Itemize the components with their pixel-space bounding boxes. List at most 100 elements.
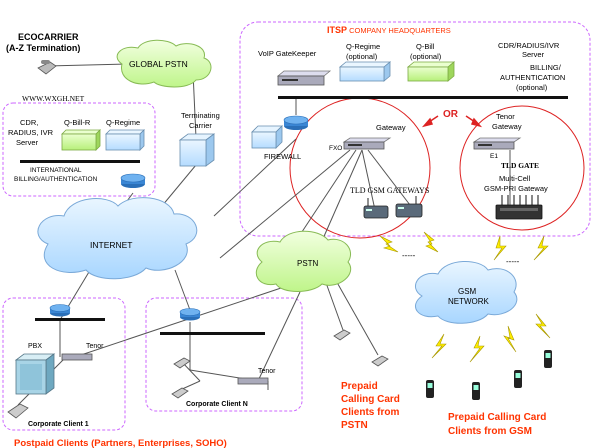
internet-cloud [37,197,198,280]
voip-gatekeeper-device [276,70,332,86]
qregime-label: Q-Regime [106,118,140,127]
clientn-phone-icon-1 [173,357,191,369]
dashes-right: ----- [506,257,520,266]
lightning-icon-2 [423,231,439,253]
pstn-phone-icon-1 [333,329,351,341]
billing-server-label-1: CDR, [20,118,38,127]
lightning-icon-6 [469,335,485,363]
billing-region [2,102,156,197]
billing-auth-label-1: BILLING/ [530,63,562,72]
mobile-phone-icon-3 [514,370,522,388]
multicell-label-1: Multi-Cell [499,174,531,183]
multicell-label-2: GSM-PRI Gateway [484,184,548,193]
billing-caption-2: BILLING/AUTHENTICATION [14,176,98,183]
clientn-phone-icon-2 [171,387,189,399]
pstn-phone-icon-2 [371,355,389,367]
itsp-title: ITSP COMPANY HEADQUARTERS [327,25,451,35]
qbill-r-server [61,129,101,151]
global-pstn-label: GLOBAL PSTN [129,59,188,69]
lightning-icon-5 [431,333,447,359]
mobile-phone-icon-1 [426,380,434,398]
itsp-title-rest: COMPANY HEADQUARTERS [347,26,451,35]
gateway-label: Gateway [376,123,406,132]
tenor-clientn-device [237,377,269,385]
pbx-device [14,353,56,395]
corporate-client-n-region [145,297,303,412]
hq-network-bus [278,96,568,99]
watermark-text: WWW.WXGH.NET [22,94,85,103]
itsp-title-bold: ITSP [327,25,347,35]
ecocarrier-subtitle: (A-Z Termination) [6,43,80,53]
gsm-network-cloud [415,260,518,324]
pbx-label: PBX [28,343,42,350]
qregime-server [105,129,145,151]
hq-qbill-label-2: (optional) [410,52,442,61]
billing-caption-1: INTERNATIONAL [30,167,82,174]
hq-qbill-label-1: Q-Bill [416,42,435,51]
prepaid-pstn-line-3: Clients from [341,407,399,418]
tenor-gateway-label-1: Tenor [496,112,515,121]
ecocarrier-phone-icon [37,60,57,75]
lightning-icon-3 [493,235,507,261]
gsm-gateway-modem-1 [363,198,389,219]
internet-label: INTERNET [90,240,133,250]
global-pstn-cloud [116,39,212,88]
prepaid-pstn-label: Prepaid Calling Card Clients from PSTN [341,381,400,431]
voip-gatekeeper-label: VoIP GateKeeper [258,49,317,58]
hq-qregime-label-1: Q-Regime [346,42,380,51]
terminating-carrier-label-2: Carrier [189,121,212,130]
gateway-circle-right [459,105,585,231]
tenor-client1-label: Tenor [86,343,104,350]
mobile-phone-icon-4 [544,350,552,368]
firewall-box [251,125,283,149]
tenor-client1-device [61,353,93,361]
terminating-carrier-box [178,133,216,167]
client1-router-icon [49,304,71,317]
gsm-gateway-modem-2 [395,196,423,218]
pstn-label: PSTN [297,259,319,268]
fxo-label: FXO [329,145,342,152]
lightning-bolts [379,231,551,363]
ecocarrier-title: ECOCARRIER [18,32,79,42]
client1-phone-icon [7,403,29,419]
prepaid-pstn-line-2: Calling Card [341,394,400,405]
tenor-clientn-label: Tenor [258,368,276,375]
prepaid-pstn-line-1: Prepaid [341,381,378,392]
corporate-client-1-label: Corporate Client 1 [28,421,89,428]
corporate-client-1-region [2,297,126,431]
firewall-label: FIREWALL [264,152,301,161]
qbill-r-label: Q-Bill-R [64,118,91,127]
corporate-client-n-label: Corporate Client N [186,401,248,408]
hq-qregime-server [338,61,392,82]
tenor-gateway-label-2: Gateway [492,122,522,131]
billing-auth-label-2: AUTHENTICATION [500,73,565,82]
itsp-headquarters-region [239,21,591,237]
or-arrows [421,115,483,128]
gsm-gateways-label: TLD GSM GATEWAYS [350,186,429,195]
pstn-cloud [255,230,351,292]
billing-network-bus [20,160,140,163]
tld-gate-label: TLD GATE [501,161,539,170]
postpaid-label: Postpaid Clients (Partners, Enterprises,… [14,438,227,448]
connection-lines [17,63,511,406]
e1-label: E1 [490,153,498,160]
prepaid-pstn-line-4: PSTN [341,420,368,431]
billing-server-label-3: Server [16,138,39,147]
billing-server-label-2: RADIUS, IVR [8,128,54,137]
lightning-icon-1 [379,235,399,253]
terminating-carrier-label-1: Terminating [181,111,220,120]
clientn-network-bus [160,332,265,335]
cdr-server-label-2: Server [522,50,545,59]
gsm-network-label-2: NETWORK [448,297,490,306]
prepaid-gsm-line-1: Prepaid Calling Card [448,412,546,423]
gateway-device [342,137,392,150]
dashes-left: ----- [402,251,416,260]
or-label: OR [443,109,459,120]
clientn-router-icon [179,308,201,321]
multicell-gsm-gateway [495,195,543,220]
cdr-server-label-1: CDR/RADIUS/IVR [498,41,560,50]
lightning-icon-7 [503,325,517,353]
tenor-gateway-device [472,137,522,150]
hq-router-icon [283,115,309,130]
